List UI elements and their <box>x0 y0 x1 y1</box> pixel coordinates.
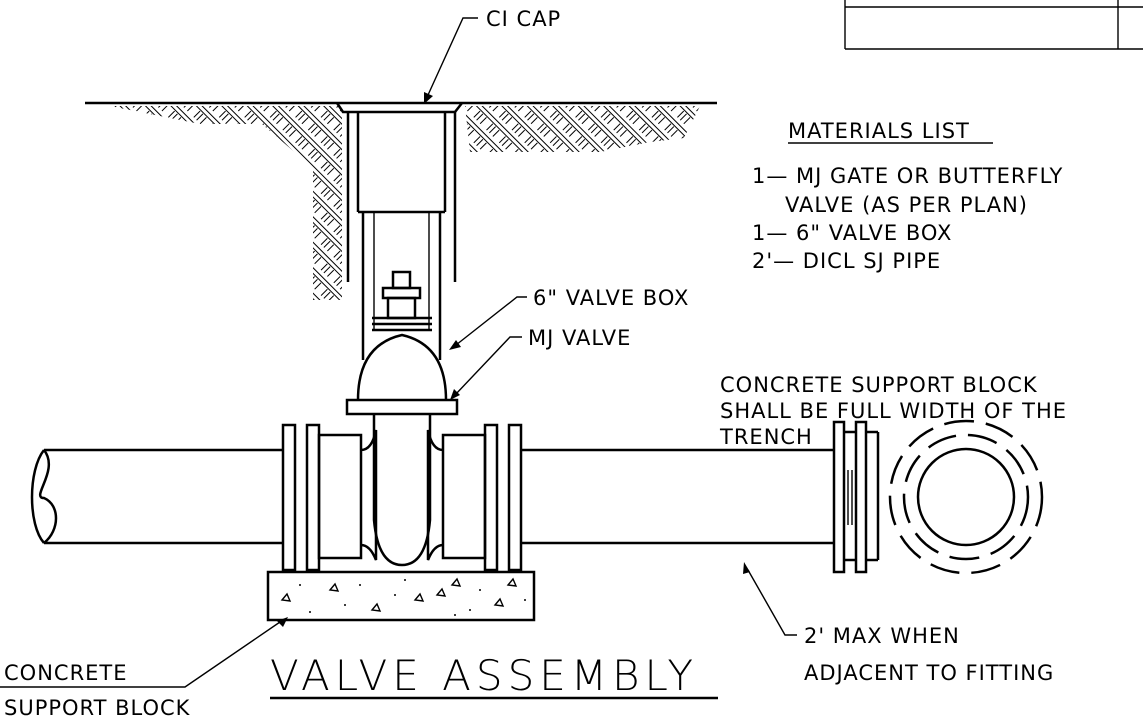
materials-item-1-continued: VALVE (AS PER PLAN) <box>785 193 1028 217</box>
max-note-line-1: 2' MAX WHEN <box>804 624 960 648</box>
support-note-line-3: TRENCH <box>719 425 813 449</box>
valve-box <box>335 102 463 360</box>
support-note-line-1: CONCRETE SUPPORT BLOCK <box>720 373 1038 397</box>
materials-heading: MATERIALS LIST <box>788 119 970 143</box>
concrete-support-block <box>266 570 536 622</box>
materials-item-2: 1— 6" VALVE BOX <box>752 221 952 245</box>
soil-hatch-right <box>465 106 700 152</box>
fitting <box>832 419 1044 575</box>
valve-bonnet <box>345 270 459 416</box>
valve-body <box>281 414 523 572</box>
materials-item-1: 1— MJ GATE OR BUTTERFLY <box>752 164 1063 188</box>
valve-box-label: 6" VALVE BOX <box>533 286 689 310</box>
main-pipe <box>30 448 834 545</box>
leader-lines <box>0 17 797 688</box>
ci-cap-label: CI CAP <box>486 7 561 31</box>
title-block-box <box>844 0 1143 50</box>
soil-hatch-left <box>110 106 342 300</box>
max-note-line-2: ADJACENT TO FITTING <box>804 661 1054 685</box>
ground-surface <box>85 101 717 300</box>
concrete-block-label-line-2: SUPPORT BLOCK <box>4 696 191 717</box>
mj-valve-label: MJ VALVE <box>528 326 631 350</box>
concrete-block-label-line-1: CONCRETE <box>4 661 128 685</box>
drawing-title: VALVE ASSEMBLY <box>270 651 698 700</box>
support-note-line-2: SHALL BE FULL WIDTH OF THE <box>720 399 1067 423</box>
materials-item-3: 2'— DICL SJ PIPE <box>752 249 941 273</box>
